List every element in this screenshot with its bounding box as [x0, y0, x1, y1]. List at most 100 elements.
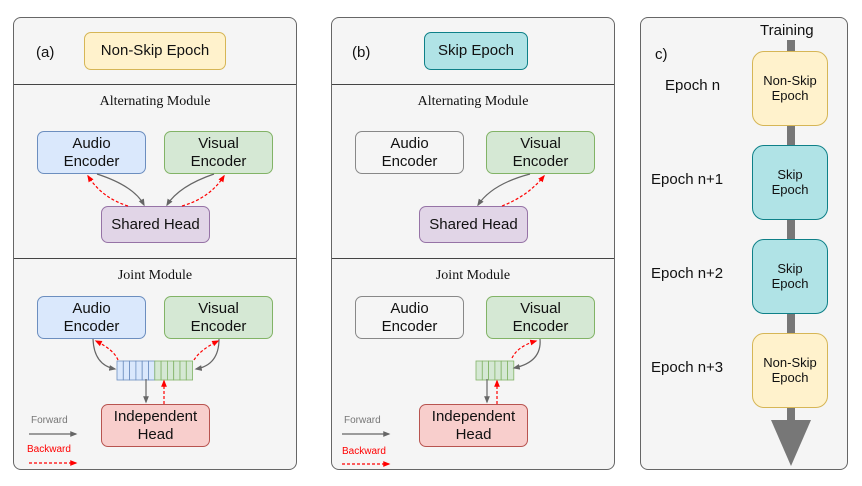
training-label: Training — [760, 22, 814, 39]
visual-feature-cell — [507, 360, 515, 381]
independent-head-line2: Head — [137, 425, 174, 443]
visual-encoder-line2: Encoder — [512, 317, 569, 335]
alternating-module-title: Alternating Module — [99, 94, 211, 109]
panel-a-arrows — [29, 173, 225, 466]
visual-encoder-line2: Encoder — [190, 152, 247, 170]
panel-a: (a) Non-Skip Epoch Alternating Module Au… — [13, 17, 297, 470]
audio-encoder-inactive: Audio Encoder — [355, 131, 464, 174]
visual-encoder-line2: Encoder — [512, 152, 569, 170]
visual-feature-cell — [494, 360, 502, 381]
audio-feature-cell — [135, 360, 143, 381]
visual-encoder-line1: Visual — [198, 300, 239, 318]
backward-arrow — [94, 340, 119, 361]
backward-arrow — [181, 174, 225, 207]
forward-arrow — [512, 338, 541, 370]
divider — [14, 258, 296, 259]
audio-encoder: Audio Encoder — [37, 296, 146, 339]
independent-head-line1: Independent — [113, 408, 198, 426]
forward-arrow — [96, 173, 145, 207]
shared-head: Shared Head — [419, 206, 528, 243]
audio-encoder-line1: Audio — [72, 135, 111, 153]
epoch-label: Epoch n — [665, 77, 721, 94]
timeline-arrowhead — [771, 420, 811, 466]
visual-feature-cell — [179, 360, 187, 381]
independent-head: Independent Head — [419, 404, 528, 447]
divider — [332, 258, 614, 259]
audio-encoder-line2: Encoder — [63, 152, 120, 170]
visual-feature-cell — [160, 360, 168, 381]
feature-vector — [116, 360, 194, 381]
visual-encoder-line2: Encoder — [190, 317, 247, 335]
panel-b: (b) Skip Epoch Alternating Module Audio … — [331, 17, 615, 470]
epoch-label: Epoch n+2 — [651, 265, 724, 282]
epoch-type-text: Epoch — [771, 369, 809, 385]
visual-encoder-line1: Visual — [520, 300, 561, 318]
panel-a-label: (a) — [36, 44, 55, 61]
epoch-type-text: Skip — [777, 166, 803, 182]
skip-epoch-badge: Skip Epoch — [424, 32, 528, 70]
forward-arrow — [166, 173, 215, 207]
visual-encoder: Visual Encoder — [486, 296, 595, 339]
alternating-module-title: Alternating Module — [417, 94, 529, 109]
audio-encoder-line1: Audio — [390, 135, 429, 153]
legend-forward-label: Forward — [31, 415, 68, 426]
epoch-type-text: Epoch — [771, 87, 809, 103]
joint-module-title: Joint Module — [435, 268, 511, 283]
visual-feature-cell — [154, 360, 162, 381]
non-skip-epoch-badge: Non-Skip Epoch — [84, 32, 226, 70]
epoch-type-text: Skip — [777, 260, 803, 276]
visual-encoder-line1: Visual — [520, 135, 561, 153]
independent-head-line2: Head — [455, 425, 492, 443]
panel-b-label: (b) — [352, 44, 371, 61]
visual-feature-cell — [488, 360, 496, 381]
visual-feature-cell — [173, 360, 181, 381]
visual-encoder-line1: Visual — [198, 135, 239, 153]
audio-encoder-line2: Encoder — [63, 317, 120, 335]
audio-encoder-line1: Audio — [72, 300, 111, 318]
backward-arrow — [501, 174, 545, 207]
backward-arrow — [511, 339, 538, 359]
independent-head: Independent Head — [101, 404, 210, 447]
panel-b-arrows — [342, 173, 545, 467]
audio-encoder: Audio Encoder — [37, 131, 146, 174]
backward-arrow — [87, 174, 129, 207]
forward-arrow — [477, 173, 531, 207]
shared-head: Shared Head — [101, 206, 210, 243]
forward-arrow — [194, 338, 220, 371]
joint-module-title: Joint Module — [117, 268, 193, 283]
legend-forward-label: Forward — [344, 415, 381, 426]
audio-encoder-line2: Encoder — [381, 317, 438, 335]
visual-feature-cell — [185, 360, 194, 381]
divider — [14, 84, 296, 85]
visual-feature-cell — [481, 360, 490, 381]
visual-encoder: Visual Encoder — [486, 131, 595, 174]
feature-vector — [475, 360, 515, 381]
visual-encoder: Visual Encoder — [164, 131, 273, 174]
epoch-label: Epoch n+1 — [651, 171, 724, 188]
epoch-type-text: Epoch — [771, 275, 809, 291]
audio-feature-cell — [148, 360, 156, 381]
epoch-type-text: Non-Skip — [763, 72, 817, 88]
forward-arrow — [92, 338, 117, 371]
audio-feature-cell — [141, 360, 149, 381]
audio-encoder-line1: Audio — [390, 300, 429, 318]
visual-feature-cell — [166, 360, 175, 381]
panel-c-label: c) — [655, 46, 668, 63]
audio-feature-cell — [116, 360, 124, 381]
epoch-type-text: Epoch — [771, 181, 809, 197]
independent-head-line1: Independent — [431, 408, 516, 426]
legend-backward-label: Backward — [27, 444, 71, 455]
audio-encoder-line2: Encoder — [381, 152, 438, 170]
audio-feature-cell — [129, 360, 137, 381]
timeline-shaft — [787, 40, 795, 422]
epoch-type-text: Non-Skip — [763, 354, 817, 370]
visual-encoder: Visual Encoder — [164, 296, 273, 339]
training-timeline — [771, 40, 811, 466]
divider — [332, 84, 614, 85]
epoch-label: Epoch n+3 — [651, 359, 724, 376]
